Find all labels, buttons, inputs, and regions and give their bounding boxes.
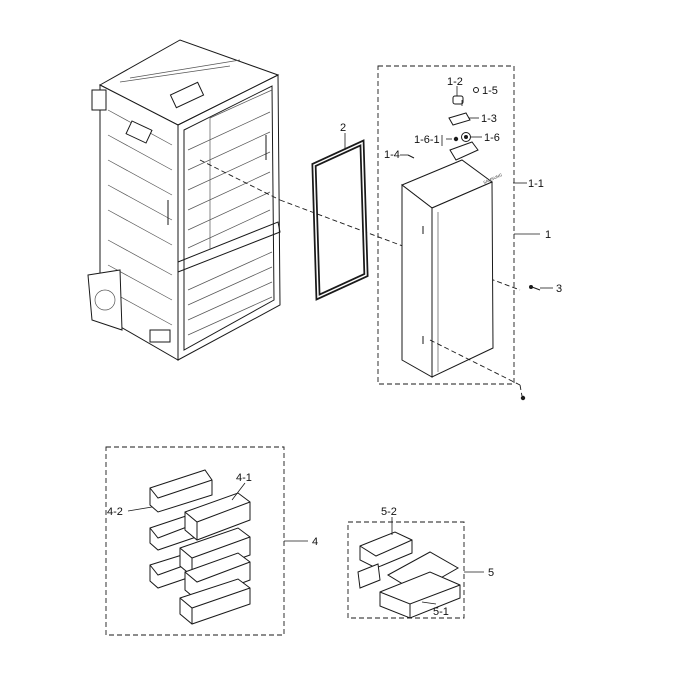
label-5-2: 5-2: [381, 506, 397, 518]
label-2: 2: [340, 122, 346, 134]
leaders-door: [400, 86, 553, 289]
leader-line: [421, 601, 437, 605]
label-4-2: 4-2: [107, 506, 123, 518]
label-1-5: 1-5: [482, 85, 498, 97]
door-gasket: [311, 139, 369, 301]
dairy-bin-box: [347, 521, 465, 619]
label-1-3: 1-3: [481, 113, 497, 125]
refrigerator-cabinet: [87, 39, 281, 361]
label-5: 5: [488, 567, 494, 579]
label-1: 1: [545, 229, 551, 241]
leader-line: [231, 482, 246, 501]
projection-line: [199, 159, 281, 201]
projection-line: [519, 384, 523, 397]
dairy-bin-parts: [357, 531, 461, 619]
projection-line: [429, 339, 521, 386]
refrigerator-door: SAMSUNG: [401, 141, 503, 378]
label-1-6: 1-6: [484, 132, 500, 144]
label-3: 3: [556, 283, 562, 295]
label-5-1: 5-1: [433, 606, 449, 618]
label-1-1: 1-1: [528, 178, 544, 190]
projection-line: [279, 199, 521, 291]
label-1-2: 1-2: [447, 76, 463, 88]
leader-line: [127, 506, 153, 512]
door-bins: [149, 469, 251, 625]
door-assembly-box: [377, 65, 515, 385]
label-1-6-1: 1-6-1: [414, 134, 440, 146]
label-4-1: 4-1: [236, 472, 252, 484]
door-brand-logo: SAMSUNG: [482, 172, 503, 185]
label-1-4: 1-4: [384, 149, 400, 161]
label-4: 4: [312, 536, 318, 548]
